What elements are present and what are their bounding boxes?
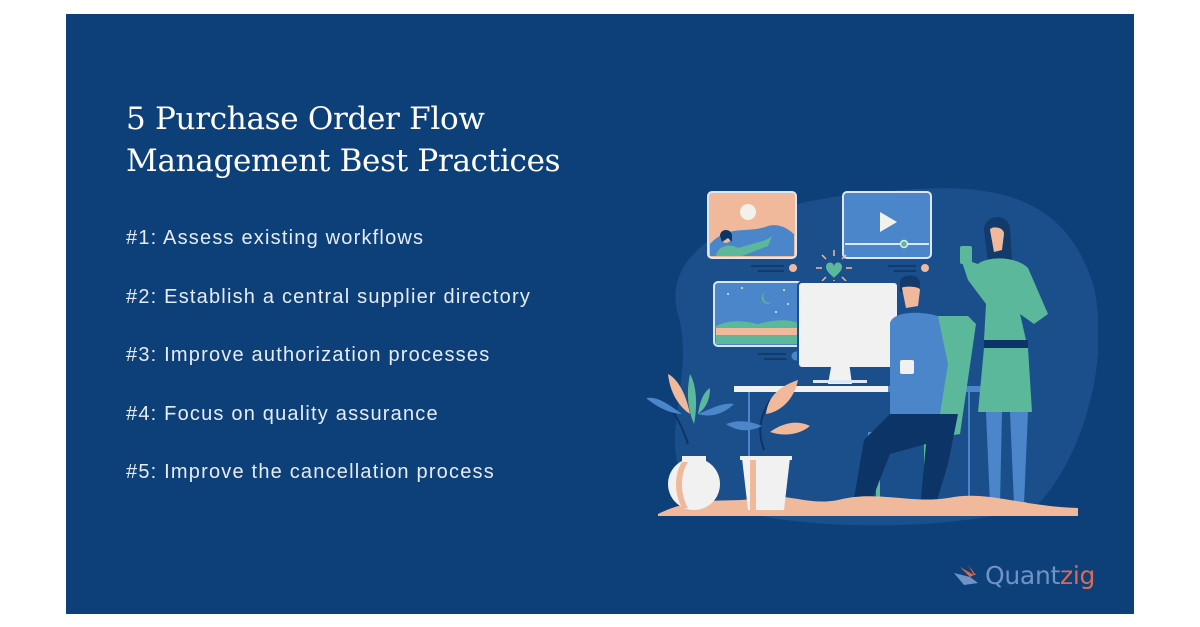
potted-plant-left-icon (646, 374, 734, 510)
title-line-1: 5 Purchase Order Flow (126, 101, 485, 137)
logo-text-quant: Quant (985, 560, 1060, 590)
practice-item: #5: Improve the cancellation process (126, 461, 495, 483)
computer-monitor-icon (797, 281, 899, 384)
best-practices-list: #1: Assess existing workflows #2: Establ… (126, 224, 531, 517)
promo-banner: 5 Purchase Order Flow Management Best Pr… (66, 14, 1134, 614)
practice-item: #4: Focus on quality assurance (126, 402, 439, 425)
title-line-2: Management Best Practices (126, 143, 561, 179)
video-player-card-icon (842, 191, 932, 259)
practice-item: #1: Assess existing workflows (126, 227, 425, 249)
banner-title: 5 Purchase Order Flow Management Best Pr… (126, 98, 561, 182)
potted-plant-right-icon (726, 380, 810, 510)
seated-man-figure (852, 275, 958, 510)
practice-item: #3: Improve authorization processes (126, 344, 491, 366)
night-landscape-card-icon (713, 281, 803, 347)
quantzig-logo-icon (954, 565, 978, 585)
practice-item: #2: Establish a central supplier directo… (126, 285, 532, 308)
photo-card-icon (707, 191, 797, 259)
standing-woman-figure (960, 216, 1048, 510)
logo-text-zig: zig (1060, 560, 1096, 590)
office-illustration (638, 164, 1099, 534)
